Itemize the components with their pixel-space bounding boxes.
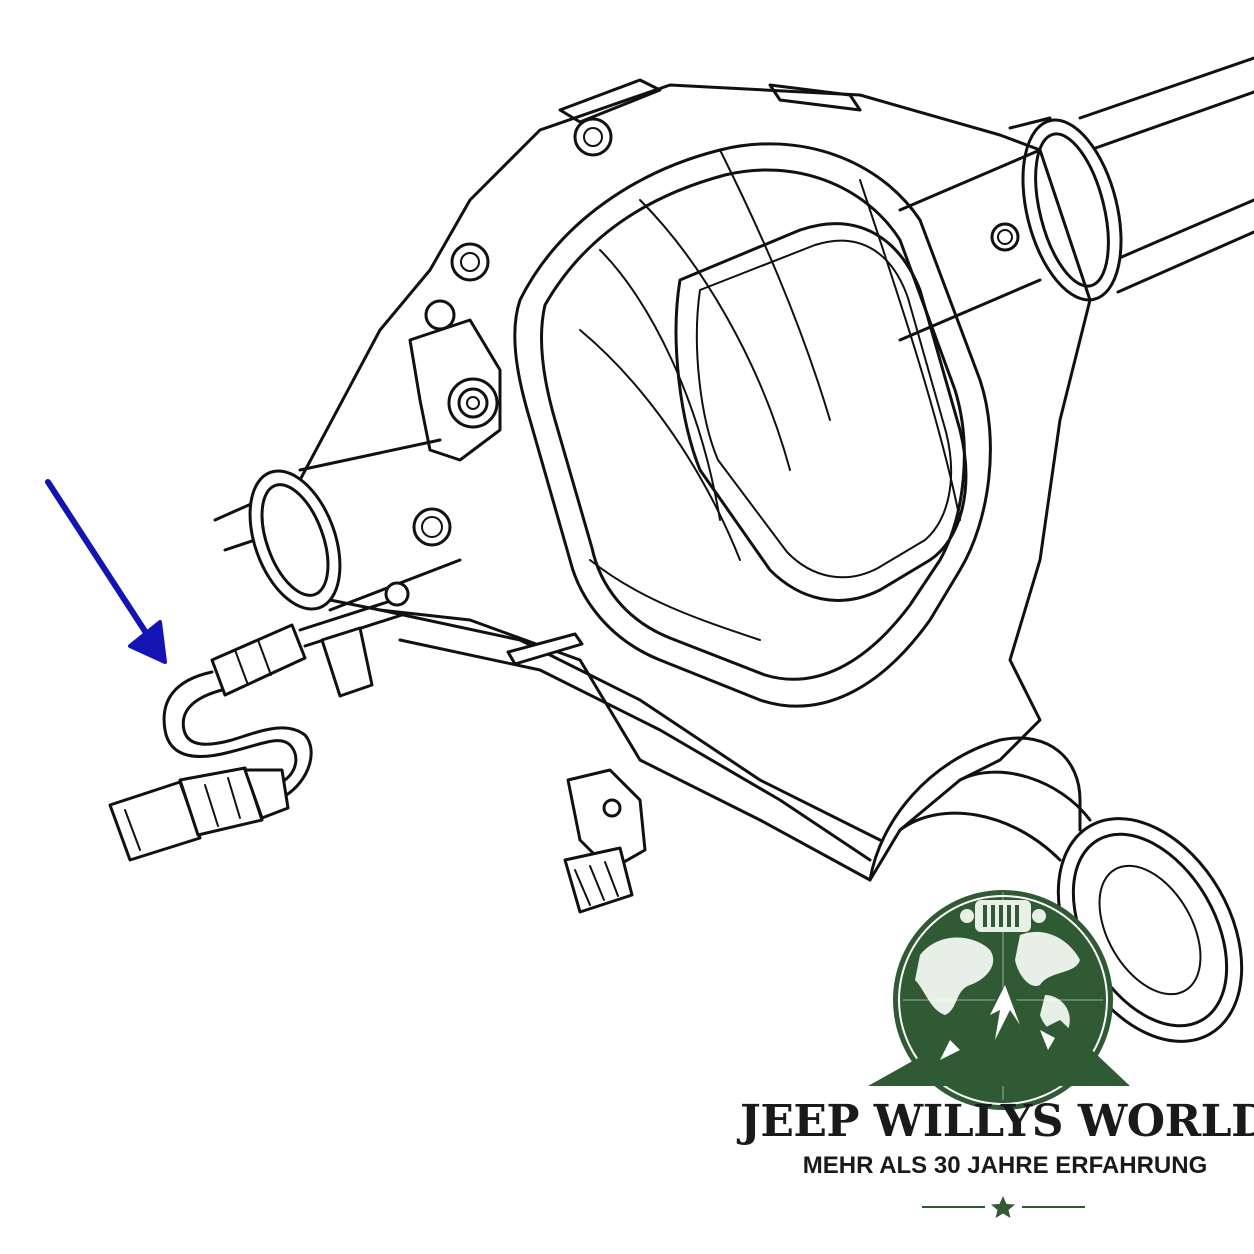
differential-housing <box>298 78 1092 882</box>
globe-mountain-jeep-grille-logo <box>868 890 1130 1110</box>
loose-clip-part <box>563 768 647 914</box>
star-divider <box>922 1196 1085 1218</box>
brand-name: JEEP WILLYS WORLD <box>740 1096 1254 1147</box>
axle-tube-right <box>898 56 1254 342</box>
arrow-icon <box>45 479 167 664</box>
sensor-harness <box>108 581 410 862</box>
axle-tube-left <box>213 438 462 612</box>
star-icon <box>991 1196 1015 1218</box>
brand-tagline: MEHR ALS 30 JAHRE ERFAHRUNG <box>802 1152 1208 1179</box>
jeep-grille-icon <box>960 900 1046 932</box>
